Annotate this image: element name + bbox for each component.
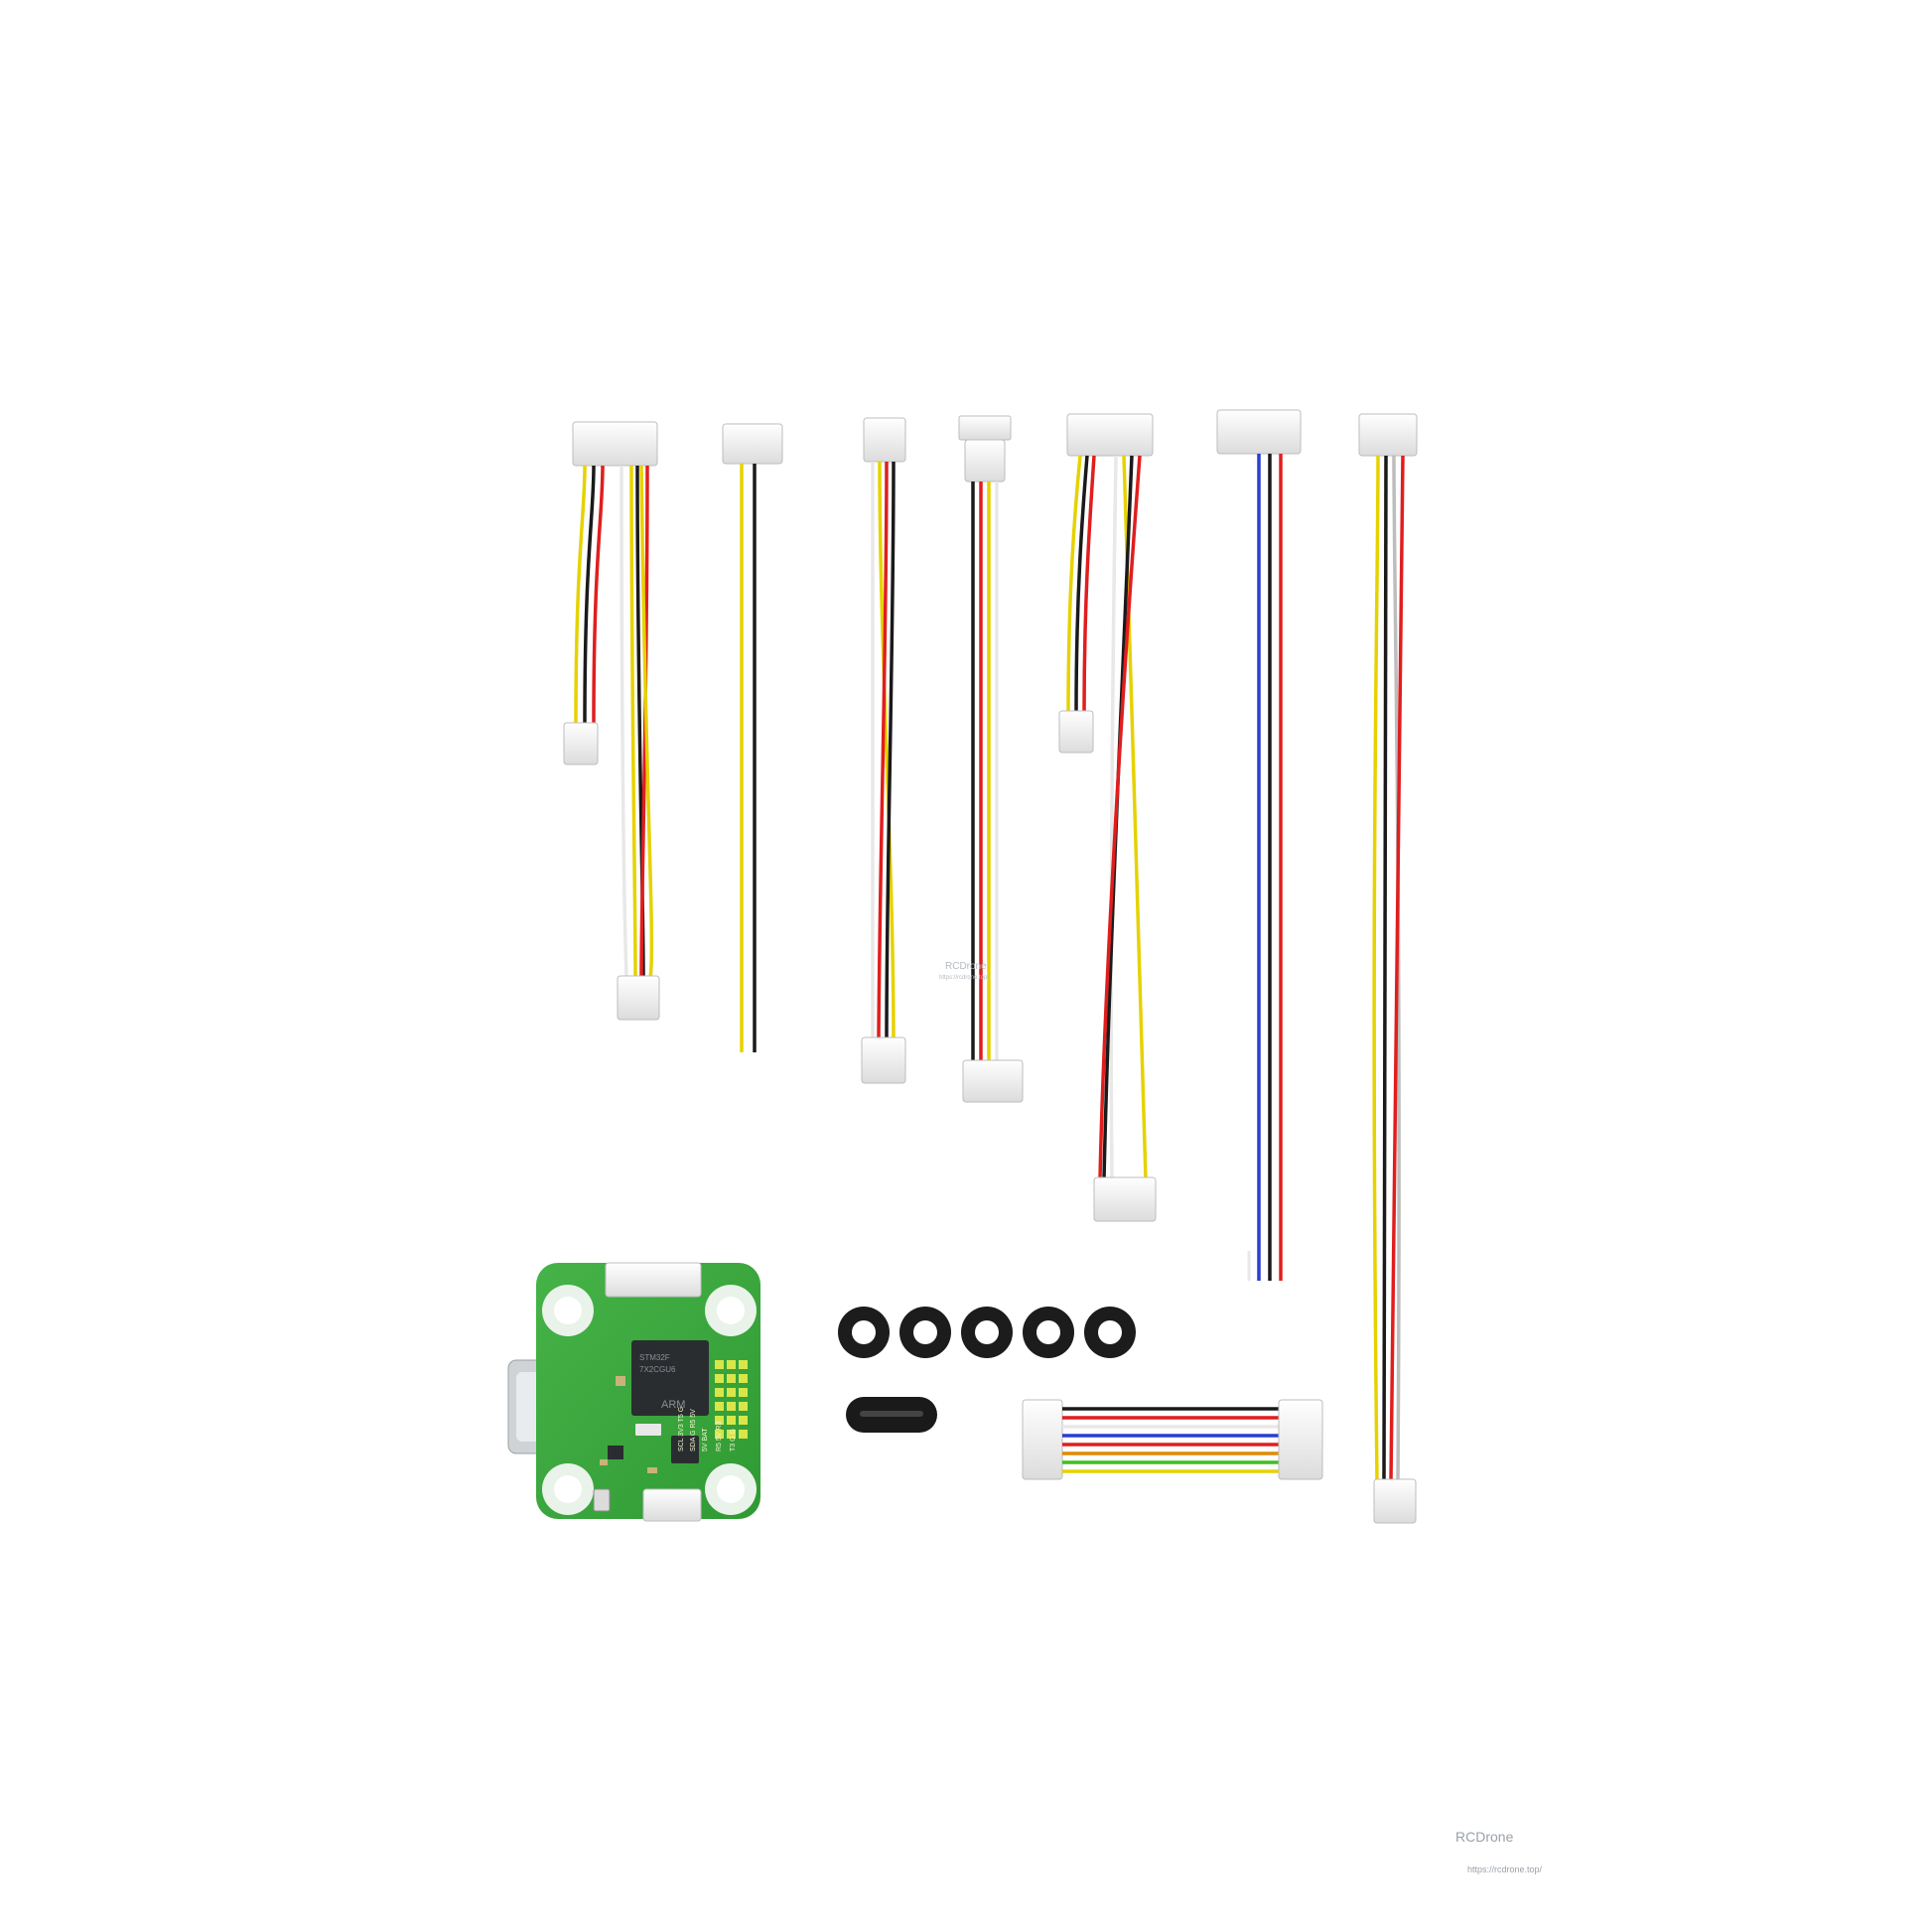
grommet-icon [838,1307,890,1358]
grommet-icon [1084,1307,1136,1358]
connector-top [572,421,658,467]
connector-top [1358,413,1418,457]
cable-2wire [722,423,783,1052]
connector-bottom [1373,1478,1417,1524]
cable-3wire-blue [1216,409,1302,1281]
pad-label-4: SDA G R5 5V [690,1409,697,1451]
watermark-brand: RCDrone [1455,1829,1514,1845]
connector-3pin [1058,710,1094,754]
solder-pads [715,1360,748,1439]
boot-button [593,1488,611,1512]
cable-8pin-split [563,421,660,1021]
cable-4wire-jst [958,415,1024,1103]
pad-label-2: R5 5V R3 [716,1422,723,1451]
center-watermark: RCDrone [945,961,987,972]
mounting-hole-icon [705,1285,757,1336]
connector-top [958,415,1012,441]
flight-controller-board: STM32F 7X2CGU6 ARM [507,1262,760,1522]
pad-label-1: 5V BAT [702,1428,709,1451]
connector-right [1278,1399,1323,1480]
usb-c-cover [846,1397,937,1433]
connector-bottom [962,1059,1024,1103]
chip-brand: ARM [661,1399,685,1411]
mounting-hole-icon [542,1285,594,1336]
pad-label-5: SCL 3V3 T5 G [678,1407,685,1451]
watermark-url: https://rcdrone.top/ [1467,1864,1543,1874]
cable-4wire-crossed [861,417,906,1084]
connector-bottom [861,1036,906,1084]
grommet-icon [1023,1307,1074,1358]
mounting-hole-icon [542,1463,594,1515]
cable-8pin-rainbow [1022,1399,1323,1480]
grommet-icon [899,1307,951,1358]
connector-top [1216,409,1302,455]
connector-top [863,417,906,463]
mounting-hole-icon [705,1463,757,1515]
cable-6pin-split [1058,413,1157,1222]
rubber-grommets [838,1307,1136,1358]
center-watermark-url: https://rcdrone.top/ [939,975,989,981]
connector-top [1066,413,1154,457]
board-connector-bottom [642,1488,702,1522]
cable-long-4wire [1358,413,1418,1524]
pad-label-3: T3 G G [730,1429,737,1451]
connector-4pin [617,975,660,1021]
connector-top [722,423,783,465]
connector-3pin [563,722,599,765]
grommet-icon [961,1307,1013,1358]
board-connector-top [605,1262,702,1298]
connector-left [1022,1399,1063,1480]
connector-bottom [1093,1176,1157,1222]
chip-line-2: 7X2CGU6 [639,1365,676,1374]
mcu-chip [631,1340,709,1416]
chip-line-1: STM32F [639,1353,670,1362]
